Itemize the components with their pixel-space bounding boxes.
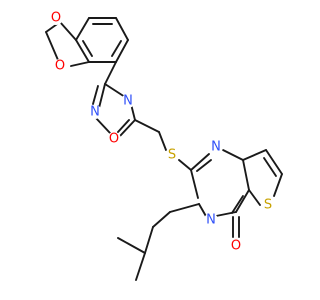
bond: [117, 237, 146, 254]
bond: [59, 21, 77, 41]
bond: [248, 189, 261, 206]
atom-symbol: O: [51, 11, 61, 26]
bond: [190, 169, 199, 199]
bond: [263, 157, 277, 177]
bond: [134, 119, 160, 133]
atom-symbol: N: [90, 105, 100, 120]
bond: [242, 149, 267, 161]
bond: [111, 40, 122, 57]
bond-layer: [45, 17, 283, 281]
bond: [115, 39, 129, 63]
bond: [169, 203, 200, 213]
atom-o-oxd-1: O: [107, 132, 121, 147]
bond: [215, 211, 237, 217]
bond: [98, 83, 106, 109]
atom-label-background: [121, 94, 135, 108]
atom-label-background: [204, 213, 218, 227]
bond: [242, 159, 250, 191]
bond: [158, 131, 167, 151]
bond: [231, 195, 244, 214]
atom-symbol: O: [109, 132, 119, 147]
bond: [75, 39, 90, 63]
bond: [273, 173, 283, 197]
atom-label-background: [49, 11, 63, 25]
atom-o-diox-top: O: [49, 11, 63, 26]
atom-s-thiophene: S: [261, 198, 275, 213]
bond: [104, 83, 126, 98]
atom-symbol: N: [123, 94, 133, 109]
atom-n-pyr-1: N: [209, 140, 223, 155]
atom-s-thioether: S: [165, 148, 179, 163]
atom-symbol: N: [206, 213, 216, 228]
bond: [135, 252, 146, 281]
bond: [178, 159, 192, 171]
atom-label-background: [53, 59, 67, 73]
bond: [144, 226, 154, 254]
bond: [265, 149, 283, 175]
atom-n-pyr-3: N: [204, 213, 218, 228]
bond: [222, 149, 244, 161]
bond: [82, 40, 93, 57]
atom-symbol: O: [55, 59, 65, 74]
atom-symbol: O: [231, 239, 241, 254]
bond: [190, 153, 210, 171]
bond: [75, 17, 90, 41]
atom-label-background: [209, 140, 223, 154]
bond: [94, 116, 111, 134]
atom-label-background: [165, 148, 179, 162]
bond: [117, 119, 130, 133]
atom-label-background: [107, 132, 121, 146]
bond: [45, 31, 59, 61]
atom-label-background: [261, 198, 275, 212]
atom-symbol: S: [264, 198, 272, 213]
bond: [70, 61, 90, 67]
bond: [115, 17, 129, 41]
atom-symbol: N: [211, 140, 221, 155]
atom-o-diox-bot: O: [53, 59, 67, 74]
bond: [152, 211, 171, 228]
atom-symbol: S: [168, 148, 176, 163]
atom-o-carbonyl: O: [229, 239, 243, 254]
bond: [196, 159, 212, 172]
bond: [119, 119, 136, 137]
atom-n-oxd-3: N: [121, 94, 135, 109]
bond: [235, 189, 250, 213]
atom-label-background: [229, 239, 243, 253]
bond: [104, 61, 117, 85]
atom-n-oxd-2: N: [88, 105, 102, 120]
bond: [92, 85, 99, 105]
atom-label-background: [88, 105, 102, 119]
